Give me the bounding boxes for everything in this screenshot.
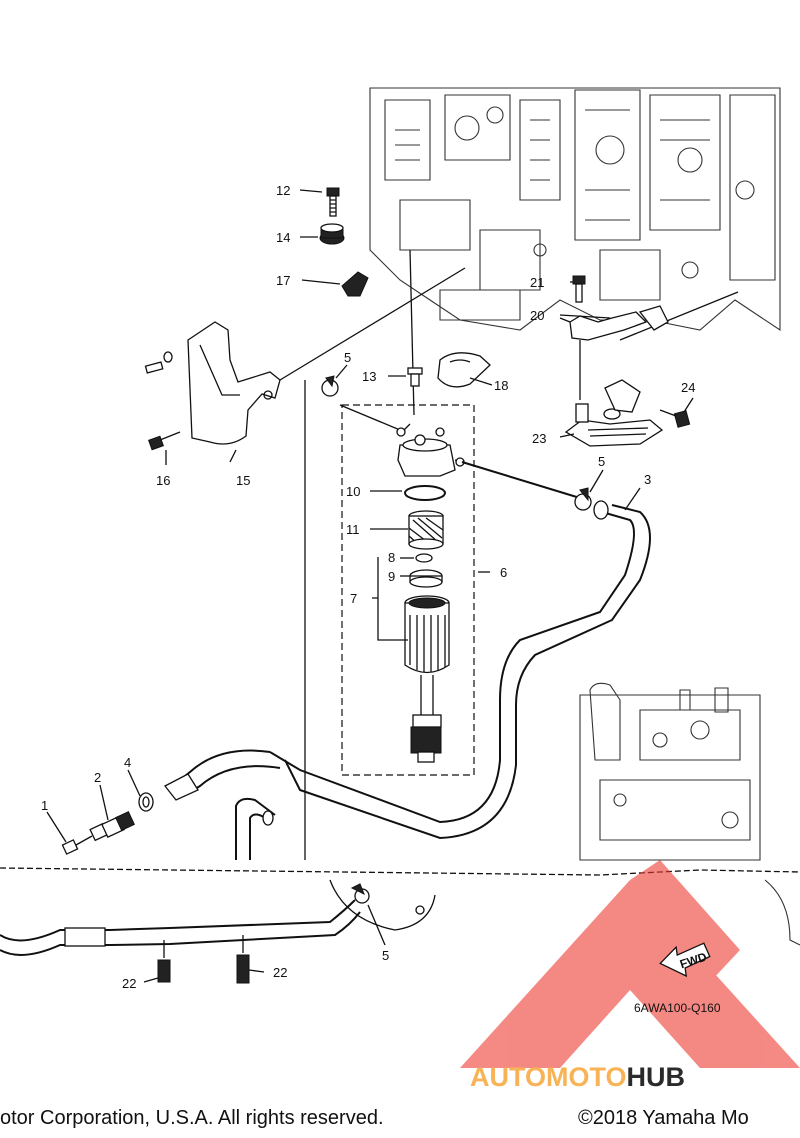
callout-22-left: 22 [122, 976, 136, 991]
part-12-bolt [326, 187, 340, 217]
part-3-hose [269, 461, 651, 840]
callout-11: 11 [346, 522, 360, 537]
callout-4: 4 [124, 755, 131, 770]
callout-8: 8 [388, 550, 395, 565]
part-16-bolt [148, 431, 181, 451]
callout-21: 21 [530, 275, 544, 290]
part-5-clamp-mid [574, 487, 592, 511]
part-15-bracket [187, 321, 281, 445]
watermark-logo [460, 860, 800, 1068]
lower-engine-illustration [579, 682, 800, 946]
callout-7: 7 [350, 591, 357, 606]
part-22-clips [157, 935, 250, 984]
callout-5-mid: 5 [598, 454, 605, 469]
callout-13: 13 [362, 369, 376, 384]
callout-23: 23 [532, 431, 546, 446]
part-5-clamp-lower [350, 883, 370, 904]
part-17-clip [341, 271, 369, 297]
lower-hose-assembly [0, 749, 361, 956]
copyright-left: otor Corporation, U.S.A. All rights rese… [0, 1107, 384, 1129]
bracket-screw [144, 351, 173, 374]
callout-10: 10 [346, 484, 360, 499]
parts-1-2-4-fitting [61, 792, 154, 855]
callout-14: 14 [276, 230, 290, 245]
callout-18: 18 [494, 378, 508, 393]
callout-1: 1 [41, 798, 48, 813]
part-5-clamp-upper [321, 375, 339, 397]
parts-20-24-bracket [564, 275, 691, 447]
reference-lines [279, 249, 739, 860]
watermark-brand-part1: AUTOMOTO [470, 1062, 627, 1092]
callout-16: 16 [156, 473, 170, 488]
callout-9: 9 [388, 569, 395, 584]
callout-5-lower: 5 [382, 948, 389, 963]
part-11-element [408, 510, 444, 550]
callout-22-right: 22 [273, 965, 287, 980]
watermark-brand-part2: HUB [627, 1062, 686, 1092]
callout-15: 15 [236, 473, 250, 488]
figure-code: 6AWA100-Q160 [634, 1001, 721, 1015]
callout-leaders [46, 189, 694, 983]
callout-20: 20 [530, 308, 544, 323]
callout-12: 12 [276, 183, 290, 198]
filter-head [396, 423, 465, 477]
callout-17: 17 [276, 273, 290, 288]
engine-block-illustration [369, 87, 781, 332]
copyright-right: ©2018 Yamaha Mo [578, 1107, 749, 1129]
callout-labels: 12 14 17 5 13 18 16 15 10 11 8 9 7 6 5 3… [41, 183, 695, 991]
part-10-o-ring [404, 485, 446, 501]
callout-6: 6 [500, 565, 507, 580]
filter-assembly-box [341, 404, 475, 776]
part-9-float [409, 569, 443, 588]
callout-3: 3 [644, 472, 651, 487]
callout-5-upper: 5 [344, 350, 351, 365]
callout-24: 24 [681, 380, 695, 395]
callout-2: 2 [94, 770, 101, 785]
part-18-holder [437, 352, 491, 388]
part-7-filter-cup [404, 595, 450, 763]
watermark-brand: AUTOMOTOHUB [470, 1062, 685, 1092]
part-13-bolt [407, 367, 423, 387]
part-8-ring [415, 553, 433, 563]
watermark-triangle [460, 880, 800, 1068]
part-14-grommet [319, 223, 345, 245]
